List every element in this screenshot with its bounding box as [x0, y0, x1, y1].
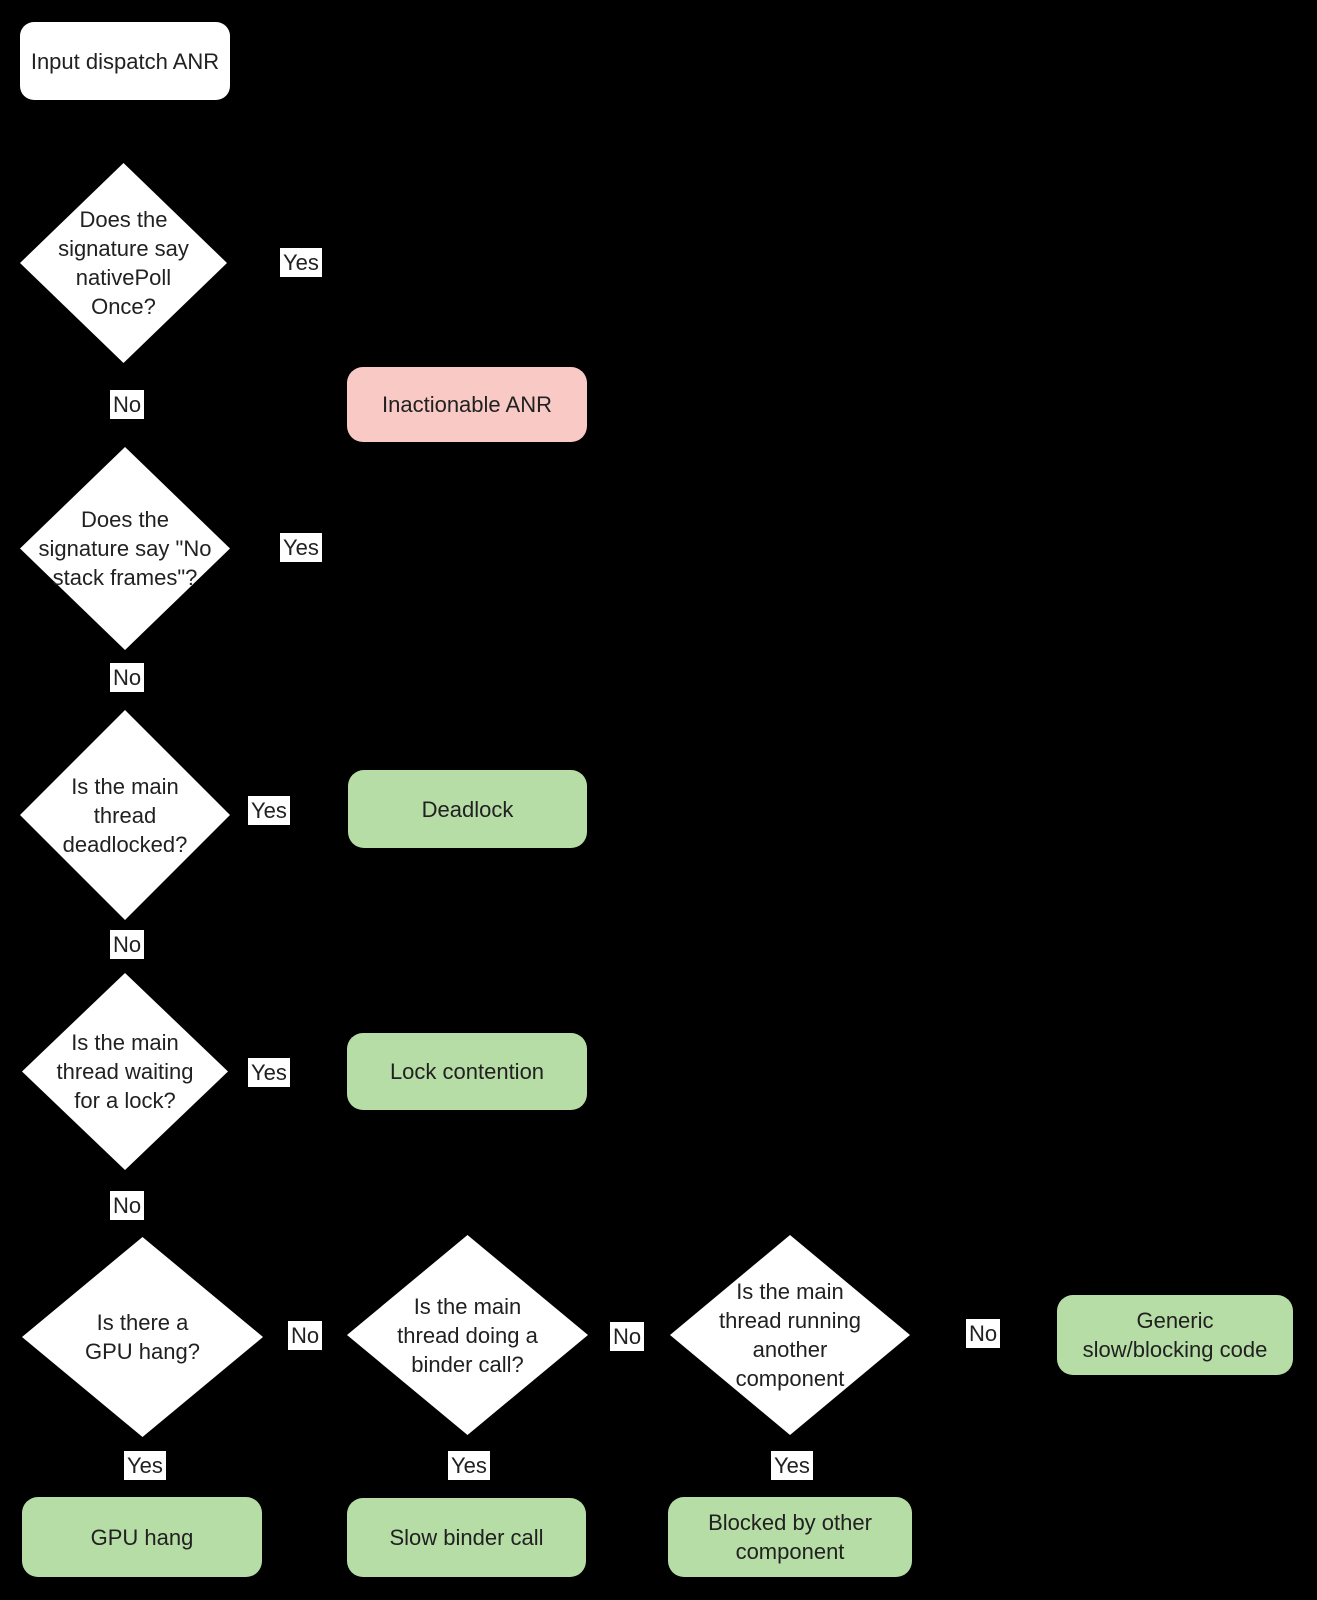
decision-gpu-hang: Is there a GPU hang? [22, 1237, 263, 1437]
start-node-input-dispatch-anr: Input dispatch ANR [20, 22, 230, 100]
outcome-label: Slow binder call [389, 1525, 544, 1550]
outcome-deadlock: Deadlock [348, 770, 587, 848]
edge-label-no-binder-call: No [610, 1322, 645, 1351]
outcome-blocked-by-other-component: Blocked by other component [668, 1497, 912, 1577]
decision-native-poll-once: Does the signature say nativePoll Once? [20, 163, 227, 363]
outcome-label: Inactionable ANR [382, 392, 552, 417]
start-node-label: Input dispatch ANR [30, 48, 220, 74]
decision-no-stack-frames: Does the signature say "No stack frames"… [20, 447, 230, 650]
decision-main-thread-waiting-lock: Is the main thread waiting for a lock? [22, 973, 228, 1170]
decision-label: Does the signature say "No stack frames"… [38, 507, 212, 590]
decision-label: Is the main thread running another compo… [719, 1279, 861, 1391]
outcome-inactionable-anr: Inactionable ANR [347, 367, 587, 442]
decision-label: Is there a GPU hang? [85, 1310, 200, 1364]
outcome-generic-slow-blocking-code: Generic slow/blocking code [1057, 1295, 1293, 1375]
edge-label-yes-deadlocked: Yes [248, 796, 290, 825]
outcome-lock-contention: Lock contention [347, 1033, 587, 1110]
decision-label: Does the signature say nativePoll Once? [58, 207, 189, 319]
decision-main-thread-deadlocked: Is the main thread deadlocked? [20, 710, 230, 920]
outcome-label: Generic slow/blocking code [1082, 1308, 1268, 1362]
outcome-gpu-hang: GPU hang [22, 1497, 262, 1577]
decision-running-another-component: Is the main thread running another compo… [670, 1235, 910, 1435]
edge-label-yes-binder-call: Yes [448, 1451, 490, 1480]
edge-label-no-deadlocked: No [110, 930, 145, 959]
outcome-label: Blocked by other component [708, 1510, 872, 1564]
outcome-label: GPU hang [90, 1524, 194, 1550]
edge-label-no-gpu-hang: No [288, 1321, 323, 1350]
edge-label-yes-gpu-hang: Yes [124, 1451, 166, 1480]
outcome-label: Lock contention [389, 1059, 545, 1084]
outcome-label: Deadlock [421, 796, 514, 822]
edge-label-yes-waiting-lock: Yes [248, 1058, 290, 1087]
edge-label-yes-native-poll: Yes [280, 248, 322, 277]
decision-label: Is the main thread deadlocked? [62, 773, 188, 857]
outcome-slow-binder-call: Slow binder call [347, 1498, 586, 1577]
edge-label-no-another-component: No [966, 1319, 1001, 1348]
decision-label: Is the main thread doing a binder call? [397, 1293, 538, 1377]
decision-label: Is the main thread waiting for a lock? [56, 1030, 194, 1113]
decision-binder-call: Is the main thread doing a binder call? [347, 1235, 588, 1435]
edge-label-no-no-stack-frames: No [110, 663, 145, 692]
edge-label-yes-no-stack-frames: Yes [280, 533, 322, 562]
edge-label-yes-another-component: Yes [771, 1451, 813, 1480]
edge-label-no-native-poll: No [110, 390, 145, 419]
edge-label-no-waiting-lock: No [110, 1191, 145, 1220]
